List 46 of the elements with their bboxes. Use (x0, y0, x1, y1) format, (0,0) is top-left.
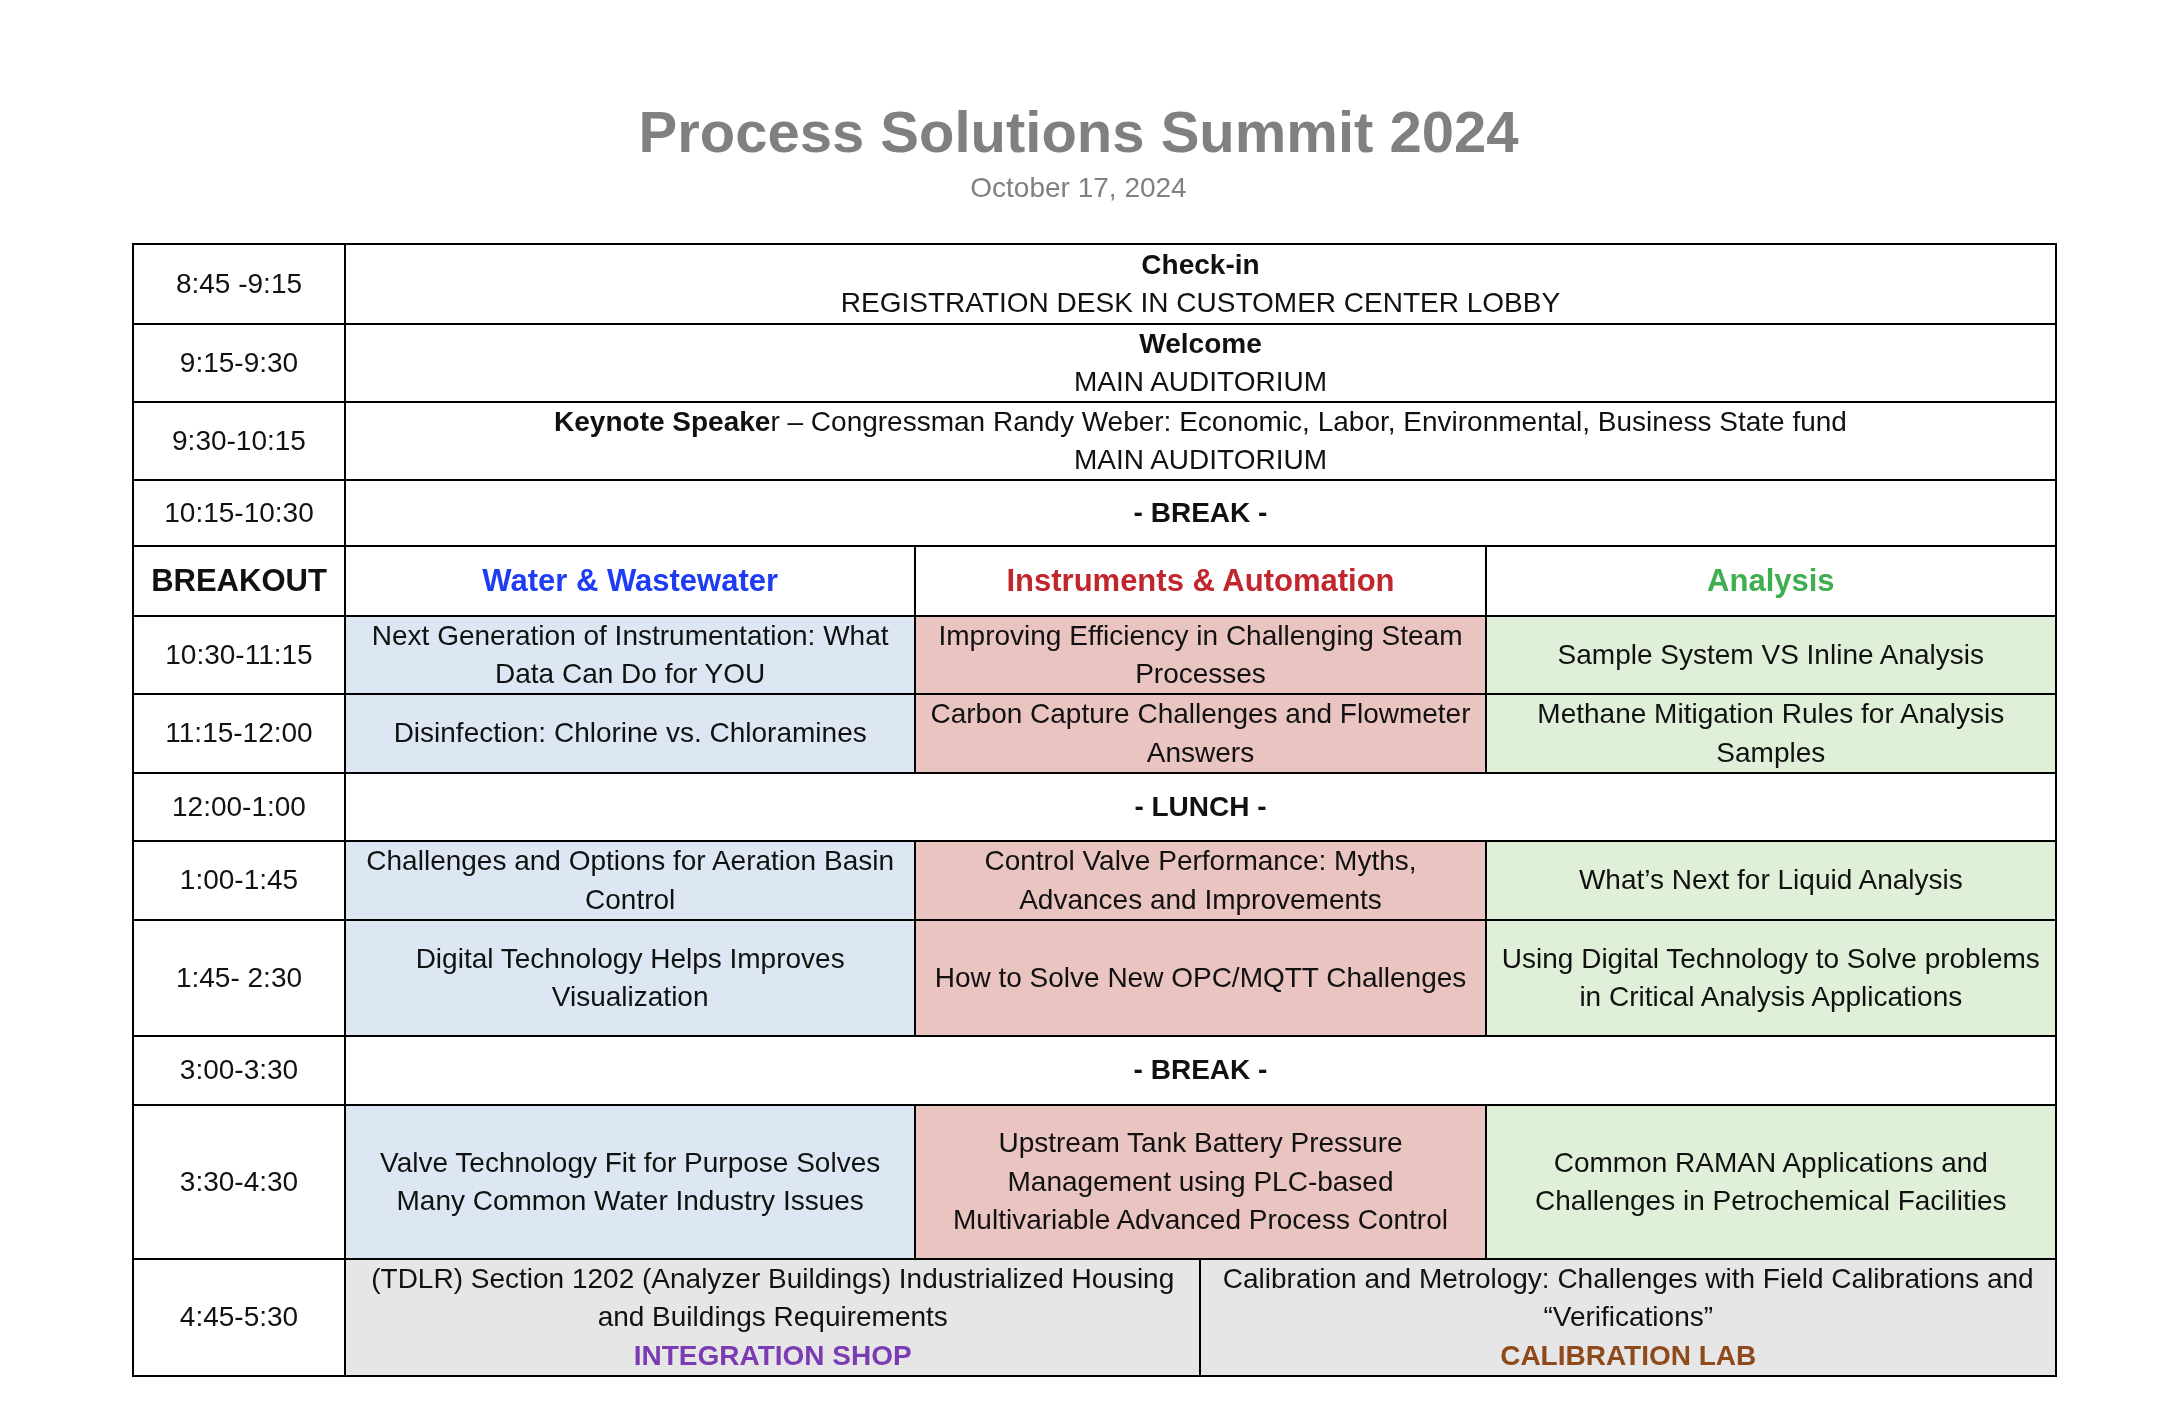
session-title: Upstream Tank Battery Pressure Management using PLC-based Multivariable Advanced Process Control (952, 1126, 1449, 1238)
location-text: MAIN AUDITORIUM (1073, 443, 1327, 477)
session-title: What’s Next for Liquid Analysis (1578, 863, 1963, 898)
session-title: How to Solve New OPC/MQTT Challenges (934, 960, 1467, 995)
session-title: Calibration and Metrology: Challenges with Field Calibrations and “Verifications” (1221, 1261, 2035, 1335)
time-label: 12:00-1:00 (172, 789, 306, 824)
track-heading: Water & Wastewater (482, 561, 779, 600)
session-title: Welcome (1139, 326, 1262, 361)
location-text: REGISTRATION DESK IN CUSTOMER CENTER LOBBY (840, 286, 1561, 320)
session-title: (TDLR) Section 1202 (Analyzer Buildings) Industrialized Housing and Buildings Requirements (370, 1261, 1176, 1335)
session-title: Common RAMAN Applications and Challenges in Petrochemical Facilities (1534, 1145, 2008, 1218)
time-label: 3:00-3:30 (179, 1053, 299, 1088)
session-title: Challenges and Options for Aeration Basin Control (365, 844, 895, 917)
time-label: 11:15-12:00 (165, 716, 313, 751)
location-text: MAIN AUDITORIUM (1073, 365, 1327, 399)
breakout-label: BREAKOUT (151, 561, 327, 600)
track-heading: Instruments & Automation (1006, 561, 1395, 600)
session-title: Valve Technology Fit for Purpose Solves Many Common Water Industry Issues (379, 1145, 882, 1218)
session-title: Carbon Capture Challenges and Flowmeter Answers (930, 697, 1471, 770)
session-title: Methane Mitigation Rules for Analysis Samples (1536, 697, 2006, 770)
break-label: - LUNCH - (1134, 789, 1267, 824)
time-label: 1:45- 2:30 (175, 960, 303, 995)
session-title: Keynote Speaker – Congressman Randy Weber: Economic, Labor, Environmental, Business State fund (554, 404, 1847, 439)
time-label: 10:30-11:15 (165, 637, 313, 672)
venue-label: CALIBRATION LAB (1500, 1338, 1757, 1373)
track-heading: Analysis (1707, 561, 1835, 600)
venue-label: INTEGRATION SHOP (633, 1338, 912, 1373)
session-title: Digital Technology Helps Improves Visualization (414, 941, 846, 1014)
session-title: Control Valve Performance: Myths, Advances and Improvements (983, 844, 1418, 917)
session-title: Sample System VS Inline Analysis (1557, 637, 1985, 672)
time-label: 4:45-5:30 (179, 1300, 299, 1335)
time-label: 1:00-1:45 (179, 863, 299, 898)
time-label: 3:30-4:30 (179, 1164, 299, 1199)
time-label: 10:15-10:30 (164, 495, 314, 530)
page-title: Process Solutions Summit 2024 (637, 98, 1520, 165)
session-title: Disinfection: Chlorine vs. Chloramines (393, 716, 867, 751)
session-title: Using Digital Technology to Solve problems in Critical Analysis Applications (1500, 941, 2041, 1014)
time-label: 8:45 -9:15 (175, 266, 303, 301)
break-label: - BREAK - (1133, 1053, 1268, 1088)
date-subtitle: October 17, 2024 (969, 172, 1188, 204)
break-label: - BREAK - (1133, 495, 1268, 530)
session-title: Next Generation of Instrumentation: What Data Can Do for YOU (370, 618, 890, 691)
session-title: Improving Efficiency in Challenging Steam Processes (937, 618, 1464, 691)
time-label: 9:30-10:15 (172, 423, 306, 458)
time-label: 9:15-9:30 (179, 345, 299, 380)
session-title: Check-in (1141, 247, 1260, 282)
